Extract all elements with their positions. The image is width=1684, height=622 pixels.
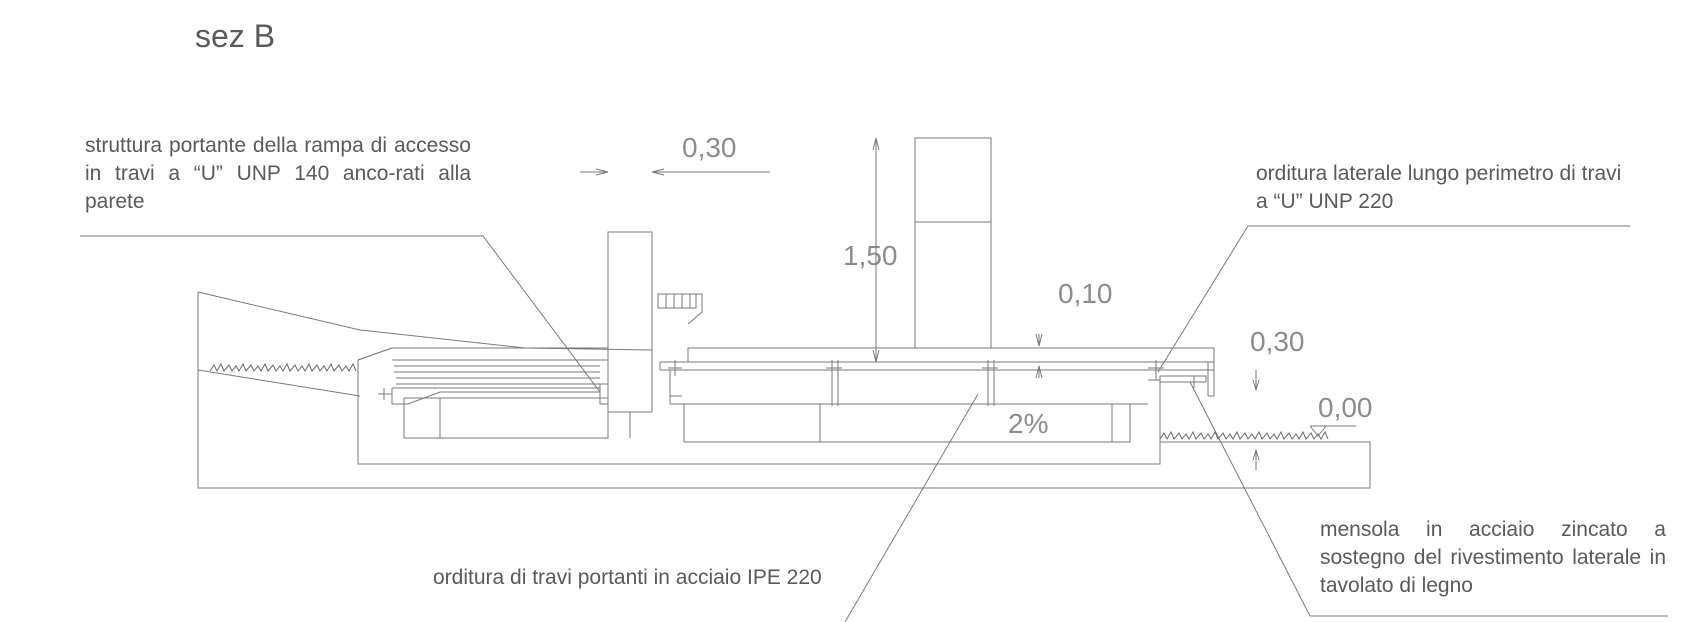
step-detail bbox=[658, 294, 702, 324]
leader-ramp-structure bbox=[80, 236, 600, 392]
ramp bbox=[358, 348, 608, 404]
grass-left bbox=[210, 364, 356, 371]
annotation-main-beams: orditura di travi portanti in acciaio IP… bbox=[433, 566, 822, 589]
dimension-top-width: 0,30 bbox=[682, 132, 737, 163]
beams bbox=[668, 360, 1164, 406]
leader-lateral-frame bbox=[1158, 226, 1630, 372]
dim-arrows-top-width bbox=[580, 169, 770, 175]
annotation-bracket: mensola in acciaio zincato a sostegno de… bbox=[1320, 518, 1666, 597]
annotation-lateral-frame: orditura laterale lungo perimetro di tra… bbox=[1256, 162, 1622, 213]
dimension-right-level-offset: 0,30 bbox=[1250, 326, 1305, 357]
deck bbox=[660, 348, 1214, 404]
annotation-ramp-structure: struttura portante della rampa di access… bbox=[85, 134, 471, 213]
dimension-deck-thickness: 0,10 bbox=[1058, 278, 1113, 309]
foundation bbox=[358, 348, 1160, 464]
dimension-parapet-height: 1,50 bbox=[843, 240, 898, 271]
bracket bbox=[1160, 376, 1206, 388]
section-title: sez B bbox=[195, 18, 276, 54]
grass-right bbox=[1160, 432, 1328, 439]
ramp-wall bbox=[608, 232, 652, 438]
terrain bbox=[198, 292, 1370, 488]
dim-arrow-parapet-height bbox=[873, 138, 879, 362]
dimension-ground-level: 0,00 bbox=[1318, 392, 1373, 423]
ground-level-marker bbox=[1310, 426, 1356, 436]
post bbox=[915, 138, 991, 348]
leader-main-beams bbox=[845, 394, 978, 622]
leader-bracket bbox=[1190, 382, 1668, 616]
dim-arrows-right-offset bbox=[1253, 370, 1259, 470]
dimension-slope: 2% bbox=[1008, 408, 1049, 439]
dim-arrows-deck-thickness bbox=[1036, 334, 1042, 378]
